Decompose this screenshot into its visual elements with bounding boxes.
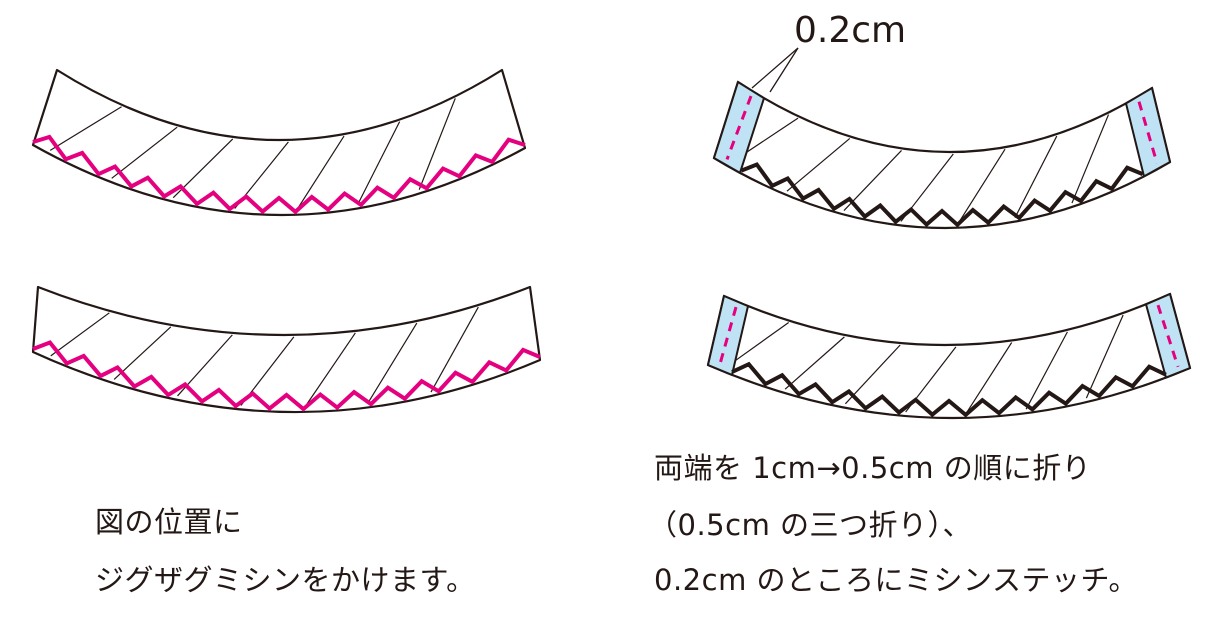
band-bottom-right-hatch-line [1025, 331, 1068, 410]
band-bottom-right-hatch-line [965, 342, 1013, 415]
band-bottom-right-zigzag-stitch [731, 361, 1167, 418]
band-bottom-right-hatch-line [784, 336, 845, 390]
band-bottom-left-hatch-line [50, 312, 110, 357]
right-caption-line2: （0.5cm の三つ折り）、 [648, 508, 973, 542]
band-top-right-left-stitch-line [725, 95, 753, 160]
left-caption-line2: ジグザグミシンをかけます。 [95, 563, 476, 597]
right-caption-line3: 0.2cm のところにミシンステッチ。 [654, 563, 1139, 597]
right-caption-line1: 両端を 1cm→0.5cm の順に折り [654, 451, 1092, 485]
band-top-right-zigzag-stitch [740, 162, 1144, 228]
band-top-right-hatch-line [786, 137, 851, 192]
band-top-right-hatch-line [843, 150, 902, 211]
band-top-right-hatch-line [957, 148, 1006, 225]
left-caption-line1: 図の位置に [95, 505, 243, 539]
band-top-left-hatch-line [295, 135, 345, 212]
band-bottom-right-hatch-line [1085, 314, 1124, 399]
band-top-left-hatch-line [111, 126, 178, 179]
band-top-right-right-stitch-line [1137, 101, 1159, 164]
band-bottom-left-hatch-line [430, 306, 479, 393]
band-top-right-outline [712, 80, 1172, 230]
band-top-left-zigzag-stitch [32, 134, 526, 215]
band-bottom-right-left-fold-tab [706, 294, 750, 377]
band-top-left-hatch-line [418, 98, 456, 190]
dimension-label: 0.2cm [794, 10, 907, 51]
band-bottom-right-right-stitch-line [1156, 304, 1180, 368]
band-top-right-right-fold-tab [1124, 86, 1172, 178]
band-top-left-hatch-line [49, 106, 122, 151]
band-top-left-outline [31, 68, 527, 217]
band-bottom-left-hatch-line [303, 332, 356, 409]
band-bottom-left-outline [31, 285, 542, 414]
band-top-right-hatch-line [1014, 135, 1058, 218]
band-top-right-hatch-line [1071, 114, 1110, 204]
band-top-left-hatch-line [357, 121, 401, 205]
band-bottom-right-hatch-line [844, 344, 901, 405]
dimension-leader-line [769, 47, 799, 93]
dimension-leader-line [751, 47, 799, 89]
band-bottom-left-hatch-line [113, 326, 172, 380]
band-bottom-left-hatch-line [367, 322, 418, 404]
band-bottom-right-left-stitch-line [718, 306, 738, 365]
band-bottom-left-zigzag-stitch [32, 340, 541, 412]
